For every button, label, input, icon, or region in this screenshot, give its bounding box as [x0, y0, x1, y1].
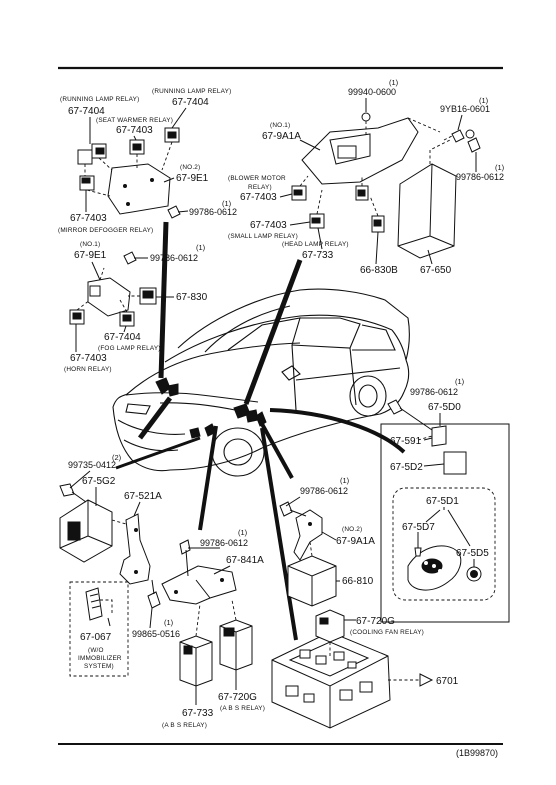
- relay-cluster-mid-left: [69, 251, 157, 327]
- label-running-lamp-relay-b: (RUNNING LAMP RELAY): [152, 88, 231, 95]
- car-outline: [112, 288, 410, 477]
- label-67-9E1-a: 67-9E1: [176, 173, 209, 184]
- label-leader-lines: [69, 98, 477, 705]
- label-67-733-a: 67-733: [302, 250, 334, 261]
- label-67-720G-b: 67-720G: [218, 692, 257, 703]
- label-mirror-defogger-relay: (MIRROR DEFOGGER RELAY): [58, 227, 153, 234]
- label-99786-d: 99786-0612: [410, 387, 458, 397]
- label-67-5D7: 67-5D7: [402, 522, 435, 533]
- label-67-5D1: 67-5D1: [426, 496, 459, 507]
- label-no2-b: (NO.2): [342, 526, 362, 533]
- relay-cluster-top-right: [291, 112, 481, 259]
- label-6701: 6701: [436, 676, 459, 687]
- label-no1-a: (NO.1): [80, 241, 100, 248]
- label-head-lamp-relay: (HEAD LAMP RELAY): [282, 241, 349, 248]
- label-67-5D5: 67-5D5: [456, 548, 489, 559]
- label-99786-e: 99786-0612: [200, 538, 248, 548]
- label-67-7404-b: 67-7404: [172, 97, 209, 108]
- label-9YB16: 9YB16-0601: [440, 104, 490, 114]
- label-67-5D2: 67-5D2: [390, 462, 423, 473]
- label-fog-lamp-relay: (FOG LAMP RELAY): [98, 345, 161, 352]
- label-67-5D0: 67-5D0: [428, 402, 461, 413]
- label-67-7403-a: 67-7403: [116, 125, 153, 136]
- label-qty-1-i: (1): [340, 476, 350, 485]
- leader-strokes: [115, 221, 406, 641]
- label-66-810: 66-810: [342, 576, 374, 587]
- label-67-7404-c: 67-7404: [104, 332, 141, 343]
- label-67-521A: 67-521A: [124, 491, 162, 502]
- immobilizer-unit-cluster: [59, 483, 161, 677]
- label-abs-relay-a: (A B S RELAY): [220, 705, 265, 712]
- relay-cluster-top-left: [77, 127, 189, 219]
- label-qty-1-g: (1): [238, 528, 248, 537]
- label-67-830: 67-830: [176, 292, 208, 303]
- label-horn-relay: (HORN RELAY): [64, 366, 112, 373]
- label-99786-a: 99786-0612: [189, 207, 237, 217]
- label-qty-1-b: (1): [196, 243, 206, 252]
- label-99786-c: 99786-0612: [456, 172, 504, 182]
- label-99786-f: 99786-0612: [300, 486, 348, 496]
- diagram-code: (1B99870): [456, 748, 498, 758]
- label-qty-1-f: (1): [455, 377, 465, 386]
- label-no2-a: (NO.2): [180, 164, 200, 171]
- label-67-733-b: 67-733: [182, 708, 214, 719]
- abs-relay-cluster: [161, 539, 253, 687]
- label-99940: 99940-0600: [348, 87, 396, 97]
- label-qty-1-d: (1): [479, 96, 489, 105]
- label-cooling-fan-relay: (COOLING FAN RELAY): [350, 629, 424, 636]
- label-running-lamp-relay-a: (RUNNING LAMP RELAY): [60, 96, 139, 103]
- label-seat-warmer-relay: (SEAT WARMER RELAY): [96, 117, 173, 124]
- keyless-entry-box: [380, 399, 510, 623]
- label-67-7403-e: 67-7403: [250, 220, 287, 231]
- label-67-591: 67-591: [390, 436, 422, 447]
- label-67-7404-a: 67-7404: [68, 106, 105, 117]
- label-67-841A: 67-841A: [226, 555, 264, 566]
- label-blower-motor-relay-2: RELAY): [248, 184, 272, 191]
- label-abs-relay-b: (A B S RELAY): [162, 722, 207, 729]
- label-99735: 99735-0412: [68, 460, 116, 470]
- part-labels: (RUNNING LAMP RELAY) 67-7404 (RUNNING LA…: [58, 78, 505, 758]
- label-99786-b: 99786-0612: [150, 253, 198, 263]
- label-67-5G2: 67-5G2: [82, 476, 116, 487]
- label-67-9E1-b: 67-9E1: [74, 250, 107, 261]
- label-qty-1-e: (1): [495, 163, 505, 172]
- label-small-lamp-relay: (SMALL LAMP RELAY): [228, 233, 298, 240]
- label-67-7403-b: 67-7403: [70, 213, 107, 224]
- label-67-650: 67-650: [420, 265, 452, 276]
- relay-bracket-no2: [279, 501, 337, 607]
- label-wo-immobilizer-3: SYSTEM): [84, 663, 114, 670]
- label-blower-motor-relay-1: (BLOWER MOTOR: [228, 175, 286, 182]
- label-66-830B: 66-830B: [360, 265, 398, 276]
- label-no1-b: (NO.1): [270, 122, 290, 129]
- label-qty-1-c: (1): [389, 78, 399, 87]
- label-99865: 99865-0516: [132, 629, 180, 639]
- main-fuse-box: [271, 609, 434, 729]
- label-67-720G-a: 67-720G: [356, 616, 395, 627]
- label-67-7403-c: 67-7403: [70, 353, 107, 364]
- label-67-9A1A-a: 67-9A1A: [262, 131, 301, 142]
- label-67-7403-d: 67-7403: [240, 192, 277, 203]
- label-qty-1-h: (1): [164, 618, 174, 627]
- label-67-9A1A-b: 67-9A1A: [336, 536, 375, 547]
- label-wo-immobilizer-1: (W/O: [88, 647, 104, 654]
- label-qty-1-a: (1): [222, 199, 232, 208]
- label-qty-2-a: (2): [112, 453, 122, 462]
- label-67-067: 67-067: [80, 632, 112, 643]
- label-wo-immobilizer-2: IMMOBILIZER: [78, 655, 122, 662]
